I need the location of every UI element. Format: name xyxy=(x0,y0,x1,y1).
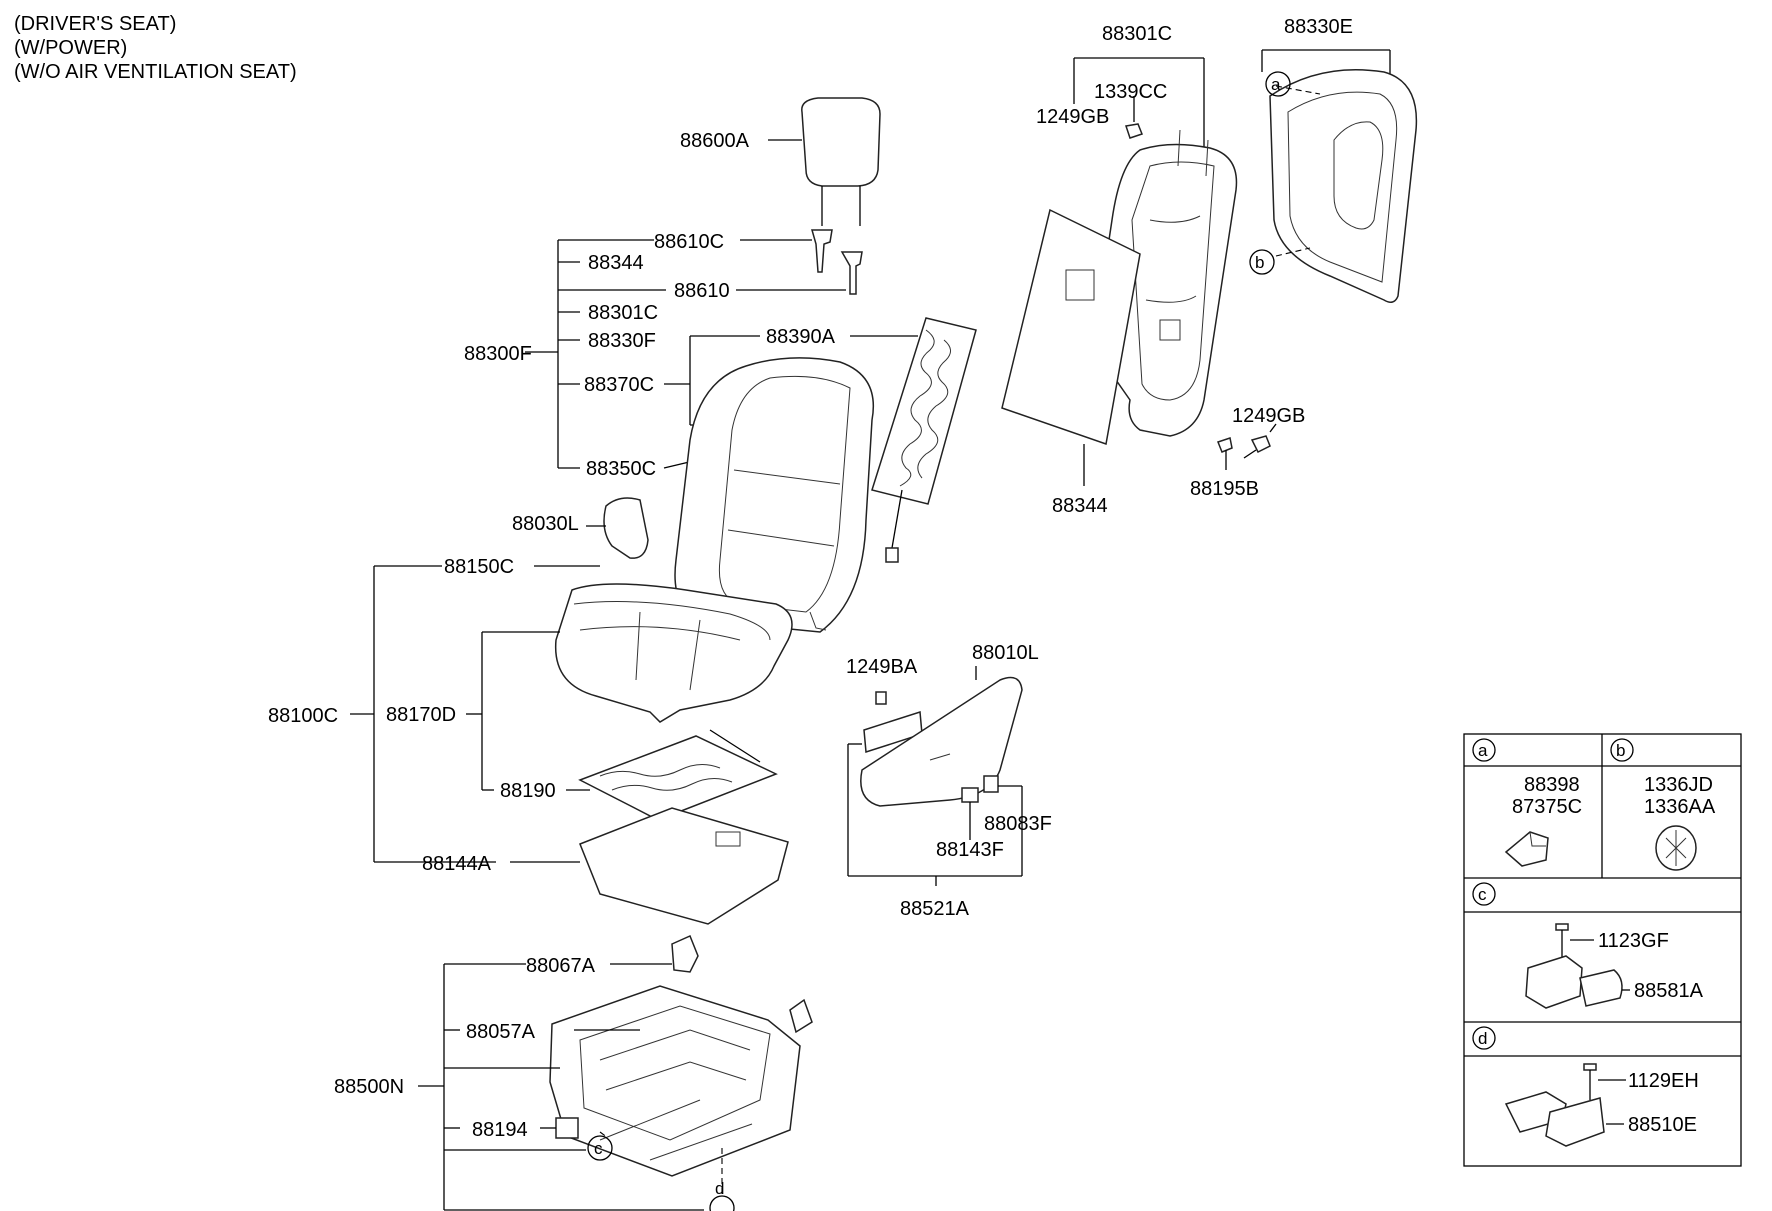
svg-text:c: c xyxy=(1478,885,1487,904)
bracket-88067A xyxy=(671,934,699,973)
legend-c-1123GF: 1123GF xyxy=(1598,930,1669,952)
legend-d-1129EH: 1129EH xyxy=(1628,1070,1699,1092)
callout-b: b xyxy=(1249,249,1275,275)
svg-text:d: d xyxy=(1478,1029,1487,1048)
label-1249GB-right: 1249GB xyxy=(1232,405,1305,427)
label-88610C: 88610C xyxy=(654,231,724,253)
seat-frame-track xyxy=(549,985,801,1177)
label-88143F: 88143F xyxy=(936,839,1004,861)
svg-text:b: b xyxy=(1616,741,1625,760)
header-note-no-ventilation: (W/O AIR VENTILATION SEAT) xyxy=(14,61,297,83)
headrest-guide-88610C xyxy=(811,229,833,273)
label-88330E: 88330E xyxy=(1284,16,1353,38)
legend-key-b: b xyxy=(1610,738,1634,762)
label-88610: 88610 xyxy=(674,280,730,302)
label-88300F: 88300F xyxy=(464,343,532,365)
label-88344-board: 88344 xyxy=(1052,495,1108,517)
legend-b-1336JD: 1336JD xyxy=(1644,774,1713,796)
label-88370C: 88370C xyxy=(584,374,654,396)
seatback-rear-cover xyxy=(1269,69,1418,303)
legend-a-87375C: 87375C xyxy=(1512,796,1582,818)
legend-c-88581A: 88581A xyxy=(1634,980,1704,1002)
label-88195B: 88195B xyxy=(1190,478,1259,500)
label-88301C-top: 88301C xyxy=(1102,23,1172,45)
seatback-cover xyxy=(674,357,874,633)
label-88144A: 88144A xyxy=(422,853,492,875)
label-88194: 88194 xyxy=(472,1119,528,1141)
label-88010L: 88010L xyxy=(972,642,1039,664)
svg-text:b: b xyxy=(1255,253,1264,272)
callout-d: d xyxy=(709,1179,735,1211)
bracket-88057A xyxy=(789,998,813,1034)
label-88067A: 88067A xyxy=(526,955,596,977)
knob-88083F xyxy=(983,775,999,793)
module-88194 xyxy=(555,1117,579,1139)
screw-1249BA xyxy=(875,691,887,705)
svg-text:d: d xyxy=(715,1179,724,1198)
label-88344-list: 88344 xyxy=(588,252,644,274)
label-88330F: 88330F xyxy=(588,330,656,352)
legend-b-1336AA: 1336AA xyxy=(1644,796,1716,818)
legend-table: a b c d 88398 87375C 1336JD 1336AA xyxy=(1463,733,1742,1167)
bolt-88195B xyxy=(1217,437,1233,470)
label-88030L: 88030L xyxy=(512,513,579,535)
legend-key-c: c xyxy=(1472,882,1496,906)
label-88500N: 88500N xyxy=(334,1076,404,1098)
callout-c: c xyxy=(587,1135,613,1161)
label-1249GB-top: 1249GB xyxy=(1036,106,1109,128)
seatback-heater-pad xyxy=(871,317,977,563)
label-88301C-list: 88301C xyxy=(588,302,658,324)
legend-key-d: d xyxy=(1472,1026,1496,1050)
header-note-drivers-seat: (DRIVER'S SEAT) xyxy=(14,13,176,35)
screw-icon-1129EH xyxy=(1583,1063,1597,1100)
seat-cushion-board xyxy=(579,807,789,925)
seat-cushion-cover xyxy=(554,583,793,723)
screw-1249GB xyxy=(1243,435,1271,459)
clip-icon xyxy=(1504,831,1549,867)
seatback-frame xyxy=(1099,129,1238,437)
motor-icon-88510E xyxy=(1504,1091,1605,1147)
header-note-power: (W/POWER) xyxy=(14,37,127,59)
legend-key-a: a xyxy=(1472,738,1496,762)
label-88190: 88190 xyxy=(500,780,556,802)
label-88083F: 88083F xyxy=(984,813,1052,835)
motor-icon-88581A xyxy=(1525,955,1623,1009)
label-88521A: 88521A xyxy=(900,898,970,920)
screw-icon-1123GF xyxy=(1555,923,1569,958)
seatback-board xyxy=(1001,208,1141,445)
push-nut-icon xyxy=(1655,825,1697,871)
label-1249BA: 1249BA xyxy=(846,656,918,678)
svg-text:c: c xyxy=(594,1139,603,1158)
knob-88143F xyxy=(961,787,979,803)
seat-heater-mat xyxy=(578,729,778,821)
label-88057A: 88057A xyxy=(466,1021,536,1043)
nut-1339CC xyxy=(1125,123,1143,139)
legend-d-88510E: 88510E xyxy=(1628,1114,1697,1136)
headrest-guide-88610 xyxy=(840,251,863,295)
label-88100C: 88100C xyxy=(268,705,338,727)
label-88600A: 88600A xyxy=(680,130,750,152)
label-1339CC: 1339CC xyxy=(1094,81,1167,103)
label-88390A: 88390A xyxy=(766,326,836,348)
svg-text:a: a xyxy=(1478,741,1488,760)
legend-a-88398: 88398 xyxy=(1524,774,1580,796)
svg-text:a: a xyxy=(1271,75,1281,94)
side-shield-88030L xyxy=(603,497,649,559)
label-88350C: 88350C xyxy=(586,458,656,480)
headrest xyxy=(801,97,881,226)
label-88150C: 88150C xyxy=(444,556,514,578)
label-88170D: 88170D xyxy=(386,704,456,726)
callout-a: a xyxy=(1265,71,1291,97)
